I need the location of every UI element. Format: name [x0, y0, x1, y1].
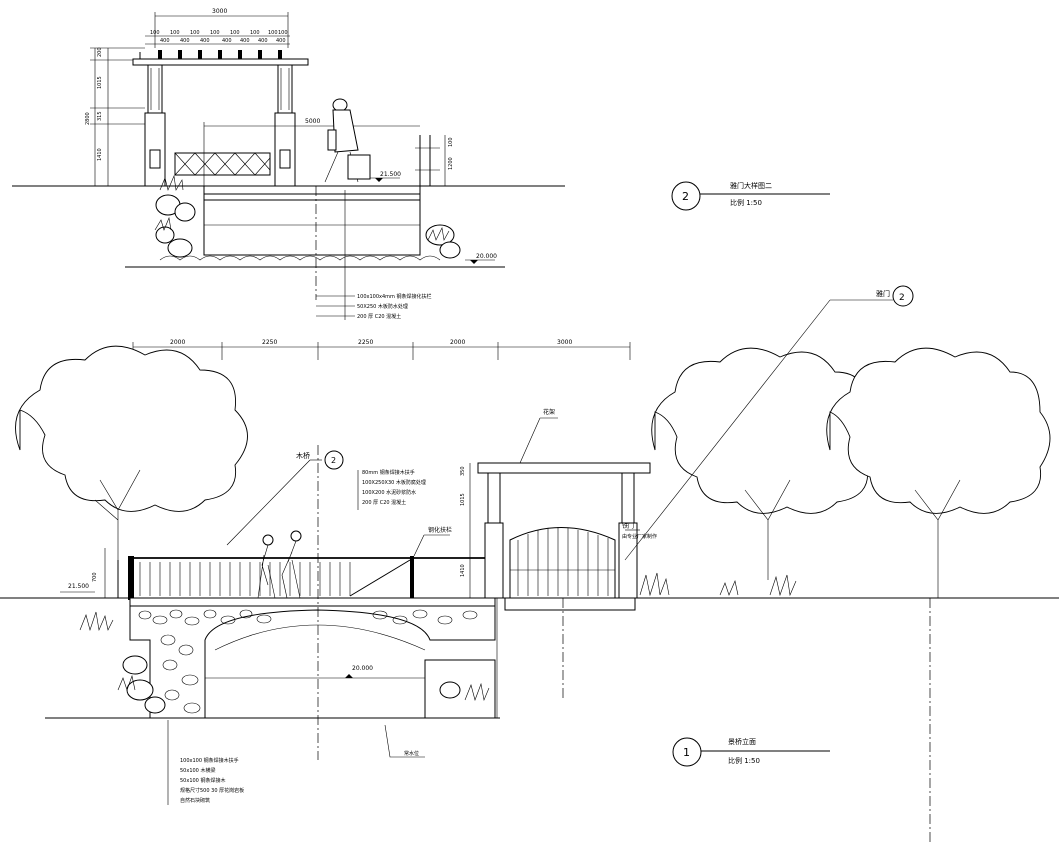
label-gatepost-note: 由专业厂家制作 — [622, 533, 657, 540]
svg-text:2800: 2800 — [85, 112, 91, 125]
dim-walk-5000: 5000 — [305, 118, 320, 125]
svg-text:100: 100 — [230, 30, 240, 36]
svg-text:100: 100 — [250, 30, 260, 36]
label-water-note: 常水位 — [404, 750, 419, 757]
note-2-3: 200 厚 C20 混凝土 — [357, 313, 401, 320]
level-deck-1: 21.500 — [68, 583, 89, 590]
svg-text:2250: 2250 — [262, 339, 277, 346]
svg-text:2: 2 — [899, 293, 905, 303]
svg-text:1015: 1015 — [97, 76, 103, 89]
svg-text:200: 200 — [97, 47, 103, 57]
level-water: 20.000 — [476, 253, 497, 260]
section-1-number: 1 — [683, 746, 690, 759]
section-2-scale: 比例 1:50 — [730, 198, 762, 207]
level-water-1: 20.000 — [352, 665, 373, 672]
svg-text:2000: 2000 — [450, 339, 465, 346]
svg-text:1410: 1410 — [460, 564, 466, 577]
note-2-2: 50X250 木板防水处理 — [357, 303, 408, 310]
section-1-elevation: 2000 2250 2250 2000 3000 — [0, 285, 1059, 844]
svg-text:3000: 3000 — [557, 339, 572, 346]
label-pergola: 花架 — [543, 408, 555, 416]
person-figure — [324, 98, 371, 183]
label-rail: 钢化扶栏 — [428, 526, 452, 534]
note-1-top-4: 200 厚 C20 混凝土 — [362, 499, 406, 506]
note-2-1: 100x100x4mm 钢条焊接化扶栏 — [357, 293, 432, 300]
svg-text:1015: 1015 — [460, 493, 466, 506]
note-1-bot-1: 100x100 钢条焊接木扶手 — [180, 757, 239, 764]
svg-text:100: 100 — [448, 137, 454, 147]
svg-text:400: 400 — [276, 38, 286, 44]
label-gatepost: 铁门 — [622, 522, 634, 530]
svg-text:1200: 1200 — [448, 157, 454, 170]
svg-text:100: 100 — [190, 30, 200, 36]
note-1-bot-2: 50x100 木横梁 — [180, 767, 215, 774]
gate-bars — [517, 527, 609, 596]
svg-text:700: 700 — [92, 572, 98, 582]
note-1-top-1: 80mm 钢条焊接木扶手 — [362, 469, 415, 476]
svg-text:315: 315 — [97, 111, 103, 121]
stone-texture — [138, 609, 478, 714]
tree-left — [15, 345, 248, 598]
svg-text:100: 100 — [170, 30, 180, 36]
svg-text:100: 100 — [150, 30, 160, 36]
dim-row-100: 100 100 100 100 100 100 100 100 — [150, 30, 288, 36]
section-1-scale: 比例 1:50 — [728, 756, 760, 765]
shrubs-bridge — [79, 611, 490, 714]
label-gate: 雅门 — [876, 289, 890, 298]
svg-text:400: 400 — [222, 38, 232, 44]
svg-text:400: 400 — [200, 38, 210, 44]
svg-text:2000: 2000 — [170, 339, 185, 346]
level-deck: 21.500 — [380, 171, 401, 178]
svg-text:100: 100 — [210, 30, 220, 36]
people-on-bridge — [257, 530, 302, 599]
tree-right-2 — [826, 347, 1051, 598]
note-1-top-3: 100X200 水泥砂浆防水 — [362, 489, 416, 496]
railing-balusters — [139, 562, 351, 596]
dim-row-400: 400 400 400 400 400 400 400 — [160, 38, 286, 44]
note-1-top-2: 100X250X30 木板防腐处理 — [362, 479, 426, 486]
note-1-bot-4: 规格尺寸500 30 厚花岗岩板 — [180, 787, 244, 794]
section-2-number: 2 — [682, 190, 689, 203]
note-1-bot-3: 50x100 钢条焊接木 — [180, 777, 225, 784]
note-1-bot-5: 自然石块砌筑 — [180, 797, 210, 804]
svg-text:2: 2 — [331, 456, 336, 465]
shrubs-right — [425, 224, 461, 259]
svg-text:400: 400 — [180, 38, 190, 44]
shrubs-left — [154, 174, 196, 258]
svg-text:1410: 1410 — [97, 148, 103, 161]
shrubs-right-elev — [639, 572, 797, 597]
section-1-title: 景桥立面 — [728, 737, 756, 746]
pergola-rafters — [158, 50, 282, 59]
svg-text:400: 400 — [240, 38, 250, 44]
svg-text:350: 350 — [460, 466, 466, 476]
dim-top-3000: 3000 — [212, 8, 227, 15]
label-bridge: 木桥 — [296, 451, 310, 460]
section-2-detail: 3000 100 100 100 100 100 100 100 100 400… — [12, 8, 830, 320]
svg-text:400: 400 — [160, 38, 170, 44]
svg-text:2250: 2250 — [358, 339, 373, 346]
svg-text:100: 100 — [278, 30, 288, 36]
svg-text:400: 400 — [258, 38, 268, 44]
section-2-title: 雅门大样图二 — [730, 181, 772, 190]
svg-text:100: 100 — [268, 30, 278, 36]
